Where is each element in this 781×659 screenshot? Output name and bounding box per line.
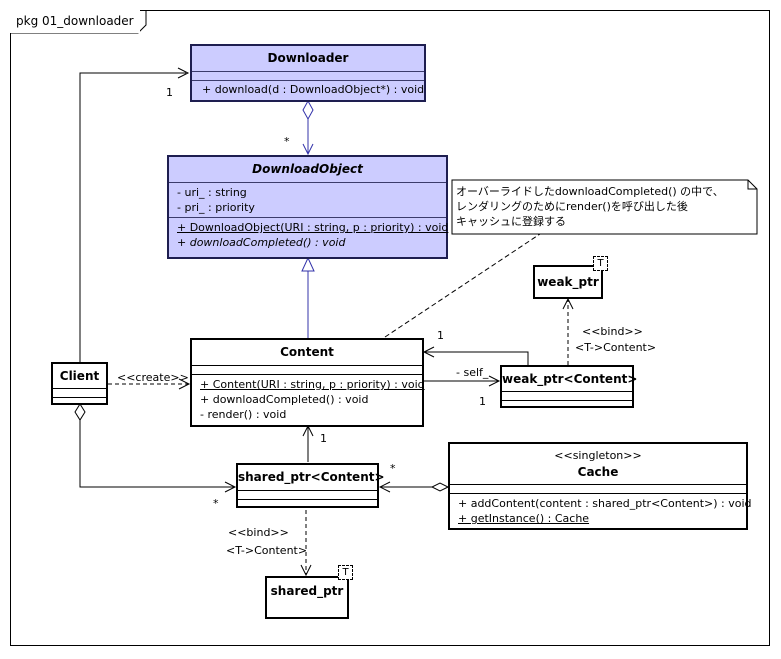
multiplicity-label: 1 xyxy=(479,395,486,408)
operation: - render() : void xyxy=(200,408,287,421)
generalization-triangle xyxy=(301,256,315,272)
operation-compartment: + download(d : DownloadObject*) : void xyxy=(192,80,424,99)
package-frame xyxy=(10,10,770,646)
note-anchor-line xyxy=(384,233,541,338)
multiplicity-label: * xyxy=(213,497,219,510)
class-cache[interactable]: <<singleton>> Cache + addContent(content… xyxy=(448,442,752,530)
template-parameter: T xyxy=(593,256,608,271)
multiplicity-label: 1 xyxy=(320,432,327,445)
attribute-compartment xyxy=(238,490,377,499)
class-content[interactable]: Content + Content(URI : string, p : prio… xyxy=(190,338,425,427)
attribute-compartment xyxy=(192,365,422,374)
class-shared-ptr-content[interactable]: shared_ptr<Content> xyxy=(236,463,385,508)
attribute-compartment xyxy=(53,388,106,397)
client-shared-line xyxy=(79,420,234,488)
bind-weak-arrowhead xyxy=(562,297,574,310)
template-parameter: T xyxy=(338,565,353,580)
operation: + downloadCompleted() : void xyxy=(200,393,369,406)
note: オーバーライドしたdownloadCompleted() の中で、 レンダリング… xyxy=(452,180,757,234)
multiplicity-label: 1 xyxy=(437,329,444,342)
class-name: Client xyxy=(59,369,100,383)
class-weak-ptr-content[interactable]: weak_ptr<Content> xyxy=(500,365,638,408)
class-weak-ptr[interactable]: weak_ptr xyxy=(533,265,603,299)
class-name: weak_ptr<Content> xyxy=(502,372,638,386)
create-stereotype-label: <<create>> xyxy=(117,371,189,384)
aggregation-diamond-cache xyxy=(430,482,450,492)
operation: + addContent(content : shared_ptr<Conten… xyxy=(458,497,752,510)
operation: + download(d : DownloadObject*) : void xyxy=(202,83,425,96)
package-label: pkg 01_downloader xyxy=(10,10,140,33)
aggregation-diamond-downloader xyxy=(302,99,314,121)
class-name: shared_ptr<Content> xyxy=(238,470,385,484)
note-line: レンダリングのためにrender()を呼び出した後 xyxy=(456,200,688,213)
bind-stereotype-label: <<bind>> xyxy=(228,526,289,539)
operation-compartment: + addContent(content : shared_ptr<Conten… xyxy=(450,493,752,526)
attribute: - uri_ : string xyxy=(177,186,247,199)
attribute: - pri_ : priority xyxy=(177,201,255,214)
operation: + getInstance() : Cache xyxy=(458,512,590,525)
client-downloader-line xyxy=(79,72,186,362)
class-name: Cache xyxy=(577,465,619,479)
note-fold xyxy=(747,180,757,190)
class-name: shared_ptr xyxy=(270,584,344,598)
attribute-compartment xyxy=(450,484,746,493)
class-name: Downloader xyxy=(267,51,349,65)
stereotype: <<singleton>> xyxy=(554,449,642,462)
bind-shared-arrowhead xyxy=(300,564,312,577)
class-downloader[interactable]: Downloader + download(d : DownloadObject… xyxy=(190,44,426,102)
package-tab-outline xyxy=(10,10,147,34)
class-download-object[interactable]: DownloadObject - uri_ : string - pri_ : … xyxy=(167,155,448,259)
class-client[interactable]: Client xyxy=(51,362,108,405)
create-arrowhead xyxy=(178,378,191,390)
operation-compartment: + Content(URI : string, p : priority) : … xyxy=(192,374,425,422)
bind-parameter-label: <T->Content> xyxy=(226,544,308,557)
downloader-object-arrowhead xyxy=(302,143,314,156)
cache-shared-arrowhead xyxy=(378,481,391,493)
class-name: DownloadObject xyxy=(252,162,363,176)
operation: + DownloadObject(URI : string, p : prior… xyxy=(177,221,449,234)
multiplicity-label: * xyxy=(284,135,290,148)
operation-compartment xyxy=(502,400,632,401)
multiplicity-label: * xyxy=(390,462,396,475)
attribute-compartment: - uri_ : string - pri_ : priority xyxy=(169,182,446,217)
bind-parameter-label: <T->Content> xyxy=(575,341,657,354)
note-line: キャッシュに登録する xyxy=(456,215,566,228)
attribute-compartment xyxy=(502,391,632,400)
operation: + Content(URI : string, p : priority) : … xyxy=(200,378,425,391)
multiplicity-label: 1 xyxy=(166,86,173,99)
self-arrowhead xyxy=(488,375,501,387)
weak-back-arrowhead xyxy=(422,346,435,358)
class-name: Content xyxy=(280,345,334,359)
role-label: - self_ xyxy=(456,366,489,379)
note-shape xyxy=(451,179,758,235)
operation-compartment xyxy=(238,499,377,500)
operation-compartment: + DownloadObject(URI : string, p : prior… xyxy=(169,217,449,250)
bind-stereotype-label: <<bind>> xyxy=(582,325,643,338)
operation: + downloadCompleted() : void xyxy=(177,236,346,249)
operation-compartment xyxy=(53,397,106,398)
note-line: オーバーライドしたdownloadCompleted() の中で、 xyxy=(456,185,724,198)
attribute-compartment xyxy=(192,71,424,80)
aggregation-diamond-client xyxy=(74,403,86,421)
class-name: weak_ptr xyxy=(537,275,599,289)
client-shared-arrowhead xyxy=(224,481,237,493)
class-shared-ptr[interactable]: shared_ptr xyxy=(265,576,349,619)
weak-back-line xyxy=(424,351,529,365)
client-downloader-arrowhead xyxy=(177,67,190,79)
